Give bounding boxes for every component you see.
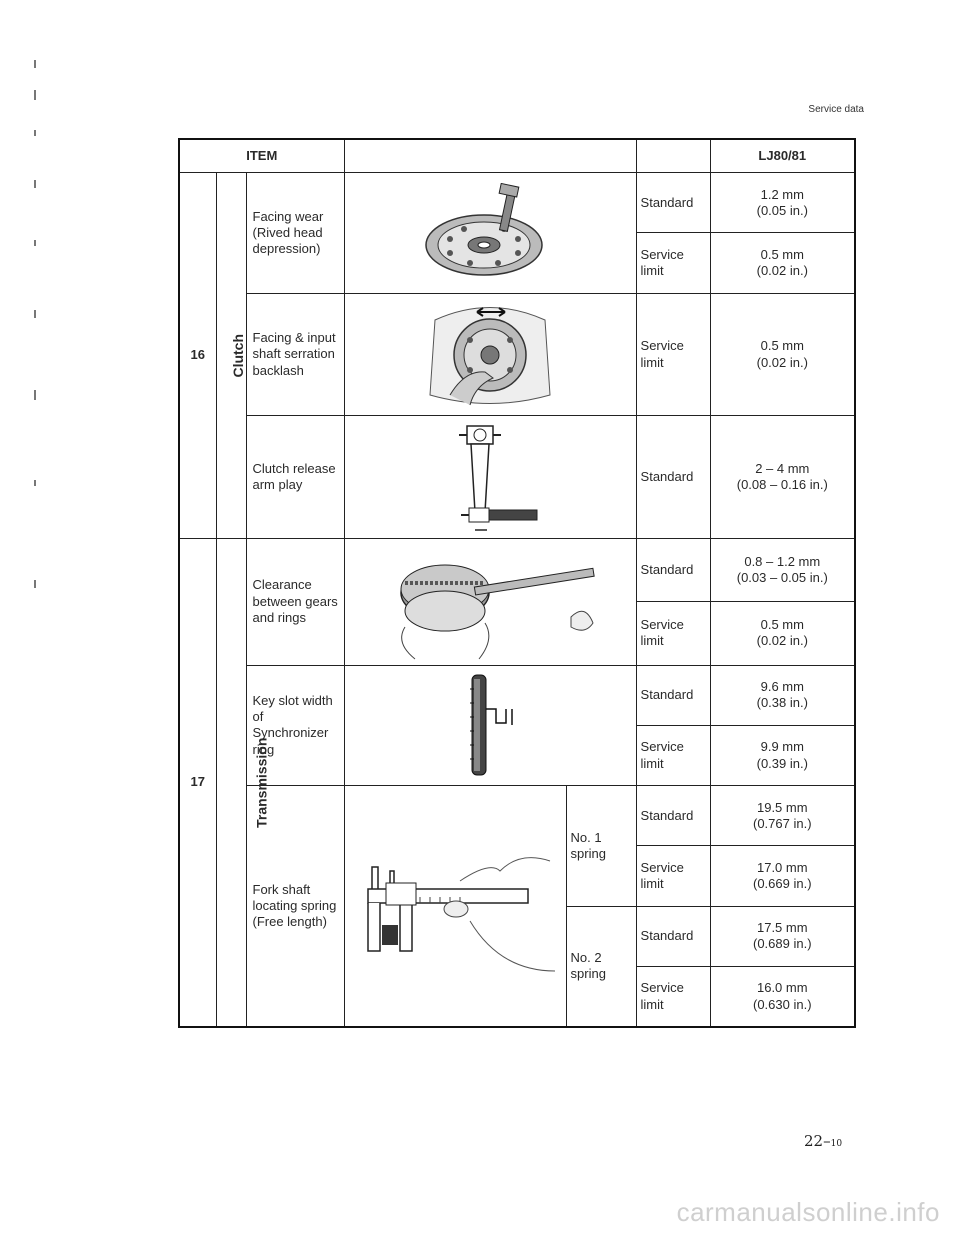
- group-name: Clutch: [215, 172, 247, 539]
- table-row: Service limit 0.5 mm(0.02 in.): [179, 601, 856, 666]
- spec-value: 1.2 mm(0.05 in.): [709, 172, 856, 234]
- subgroup-name: No. 2 spring: [565, 905, 637, 1028]
- item-name: Clearance between gears and rings: [245, 537, 345, 666]
- spec-value: 0.5 mm(0.02 in.): [709, 601, 856, 666]
- spec-label: Service limit: [635, 292, 711, 417]
- item-name: Fork shaft locating spring (Free length): [245, 785, 345, 1028]
- item-name: Facing & input shaft serration backlash: [245, 292, 345, 417]
- table-row: 17 Transmission Clearance between gears …: [178, 537, 856, 1028]
- header-model: LJ80/81: [709, 138, 856, 174]
- spec-value: 0.5 mm(0.02 in.): [709, 232, 856, 294]
- spec-value: 9.6 mm(0.38 in.): [709, 664, 856, 726]
- caliper-spring-icon: [343, 785, 567, 1028]
- spec-value: 0.5 mm(0.02 in.): [709, 292, 856, 417]
- group-number: 16: [178, 172, 217, 539]
- spec-value: 19.5 mm(0.767 in.): [709, 785, 856, 847]
- table-header-row: ITEM LJ80/81: [178, 138, 856, 174]
- release-arm-icon: [343, 415, 637, 539]
- service-data-table-wrap: ITEM LJ80/81 16 Clutch Facing wear (Rive…: [178, 138, 857, 1028]
- table-row: Service limit 9.9 mm(0.39 in.): [179, 724, 856, 787]
- spec-label: Standard: [635, 664, 711, 726]
- clutch-disc-backlash-icon: [343, 292, 637, 417]
- header-label: [635, 138, 711, 174]
- spec-label: Service limit: [635, 845, 711, 907]
- table-row: Service limit 16.0 mm(0.630 in.): [179, 966, 856, 1028]
- spec-value: 16.0 mm(0.630 in.): [709, 966, 856, 1028]
- spec-label: Service limit: [635, 724, 711, 787]
- item-name: Clutch release arm play: [245, 415, 345, 539]
- watermark: carmanualsonline.info: [676, 1197, 940, 1227]
- item-name: Key slot width of Synchronizer ring: [245, 664, 345, 787]
- spec-value: 0.8 – 1.2 mm(0.03 – 0.05 in.): [709, 537, 856, 603]
- header-item: ITEM: [178, 138, 345, 174]
- subgroup-name: No. 1 spring: [565, 785, 637, 907]
- spec-label: Standard: [635, 537, 711, 603]
- table-row: Facing & input shaft serration backlash …: [179, 292, 856, 417]
- spec-label: Standard: [635, 905, 711, 968]
- spec-value: 17.0 mm(0.669 in.): [709, 845, 856, 907]
- spec-label: Service limit: [635, 601, 711, 666]
- spec-label: Standard: [635, 785, 711, 847]
- table-row: Fork shaft locating spring (Free length)…: [179, 785, 856, 1028]
- scan-margin-marks: [34, 60, 46, 620]
- header-figure: [343, 138, 637, 174]
- table-row: Key slot width of Synchronizer ring Stan…: [179, 664, 856, 787]
- group-number: 17: [178, 537, 217, 1028]
- gear-ring-feeler-icon: [343, 537, 637, 666]
- spec-value: 2 – 4 mm(0.08 – 0.16 in.): [709, 415, 856, 539]
- group-name: Transmission: [215, 537, 269, 1028]
- spec-value: 9.9 mm(0.39 in.): [709, 724, 856, 787]
- spec-label: Service limit: [635, 966, 711, 1028]
- clutch-disc-rivet-depth-icon: [343, 172, 637, 294]
- spec-label: Standard: [635, 415, 711, 539]
- table-row: 16 Clutch Facing wear (Rived head depres…: [178, 172, 856, 539]
- table-row: Service limit 0.5 mm(0.02 in.): [179, 232, 856, 294]
- synchronizer-ring-icon: [343, 664, 637, 787]
- spec-label: Standard: [635, 172, 711, 234]
- table-row: Clutch release arm play Standard 2 – 4 m…: [179, 415, 856, 539]
- spec-value: 17.5 mm(0.689 in.): [709, 905, 856, 968]
- page-number: 22–10: [804, 1132, 843, 1150]
- table-row: Service limit 17.0 mm(0.669 in.): [179, 845, 856, 907]
- section-header: Service data: [808, 104, 864, 115]
- item-name: Facing wear (Rived head depression): [245, 172, 345, 294]
- spec-label: Service limit: [635, 232, 711, 294]
- service-data-table: ITEM LJ80/81 16 Clutch Facing wear (Rive…: [178, 138, 857, 1028]
